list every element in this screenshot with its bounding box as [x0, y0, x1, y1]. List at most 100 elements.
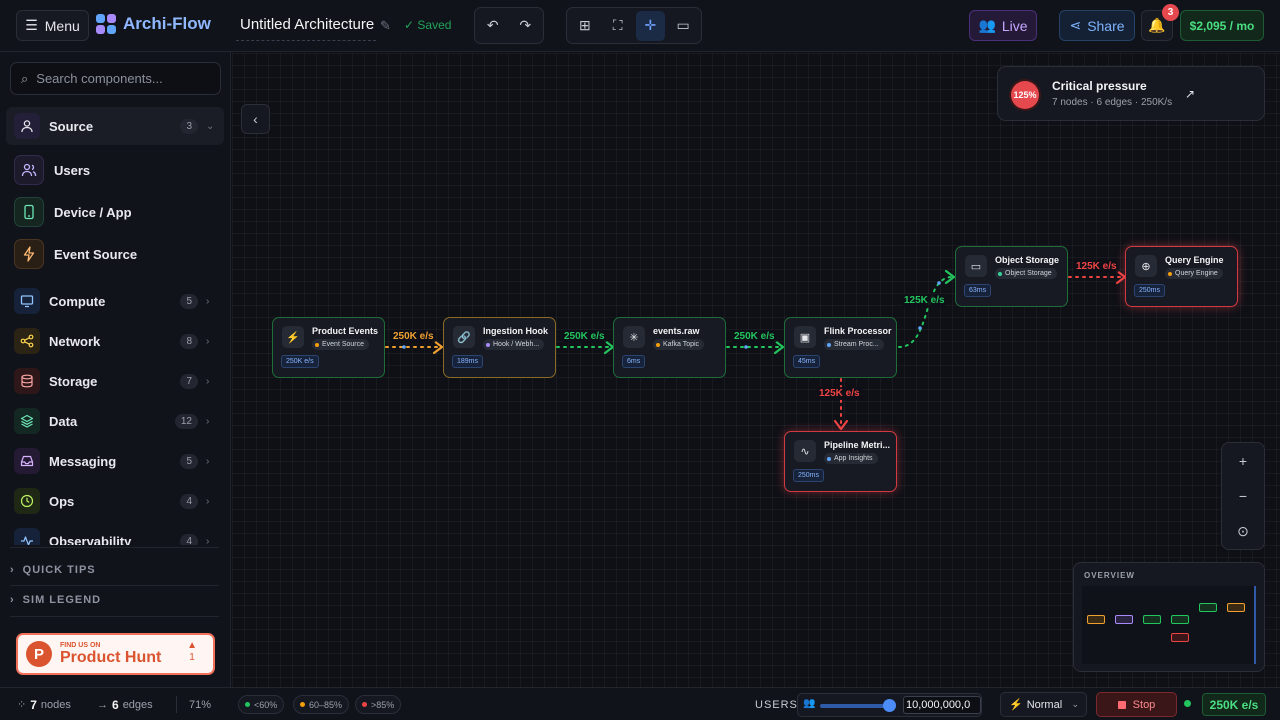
- search-input[interactable]: [36, 71, 207, 86]
- chevron-right-icon: ›: [206, 295, 210, 307]
- node-metric: 45ms: [793, 355, 821, 368]
- edit-icon[interactable]: ✎: [380, 18, 391, 33]
- view-tools-group: ⊞ ⛶ ✛ ▭: [566, 7, 702, 44]
- speed-select[interactable]: ⚡ Normal ⌄: [1000, 692, 1087, 717]
- category-messaging[interactable]: Messaging 5 ›: [6, 442, 224, 480]
- live-button[interactable]: 👥 Live: [969, 10, 1037, 41]
- app-logo[interactable]: Archi-Flow: [96, 14, 211, 34]
- external-link-icon[interactable]: ↗: [1185, 87, 1196, 101]
- node-events-raw[interactable]: ✳ events.raw Kafka Topic 6ms: [613, 317, 726, 378]
- fit-view-button[interactable]: ⛶: [603, 11, 633, 41]
- zoom-in-icon: ⊕: [1135, 255, 1157, 277]
- edge-label[interactable]: 250K e/s: [732, 330, 777, 343]
- share-button[interactable]: ⋖ Share: [1059, 10, 1135, 41]
- component-label: Event Source: [54, 246, 138, 262]
- cost-button[interactable]: $2,095 / mo: [1180, 10, 1264, 41]
- node-product-events[interactable]: ⚡ Product Events Event Source 250K e/s: [272, 317, 385, 378]
- legend-label: >85%: [371, 699, 395, 710]
- menu-button[interactable]: ☰ Menu: [16, 10, 89, 41]
- chevron-right-icon: ›: [206, 535, 210, 546]
- sim-legend-label: SIM LEGEND: [22, 594, 102, 606]
- stop-simulation-button[interactable]: Stop: [1096, 692, 1177, 717]
- packet-dot: [918, 326, 922, 330]
- legend-chip-mid: 60–85%: [293, 695, 350, 714]
- users-slider[interactable]: [820, 704, 890, 708]
- sidebar-divider: [10, 547, 219, 548]
- component-users[interactable]: Users: [14, 153, 224, 187]
- saved-status: ✓ Saved: [404, 18, 452, 32]
- category-data[interactable]: Data 12 ›: [6, 402, 224, 440]
- users-slider-handle[interactable]: [883, 699, 896, 712]
- running-indicator: [1184, 700, 1191, 707]
- chevron-right-icon: ›: [10, 594, 15, 606]
- document-title[interactable]: Untitled Architecture: [240, 16, 375, 33]
- database-icon: [14, 368, 40, 394]
- zoom-in-button[interactable]: +: [1238, 452, 1248, 469]
- architecture-canvas[interactable]: ‹ 125% Critical pressure 7 nodes · 6 edg…: [232, 53, 1280, 687]
- present-button[interactable]: ▭: [668, 11, 698, 41]
- minimap-node: [1115, 615, 1133, 624]
- node-metric: 250ms: [793, 469, 825, 482]
- node-type-badge: Object Storage: [995, 268, 1057, 279]
- edge-label[interactable]: 250K e/s: [391, 330, 436, 343]
- node-type-badge: Query Engine: [1165, 268, 1223, 279]
- users-input[interactable]: 10,000,000,0: [903, 696, 981, 714]
- component-event-source[interactable]: Event Source: [14, 237, 224, 271]
- node-object-storage[interactable]: ▭ Object Storage Object Storage 63ms: [955, 246, 1068, 307]
- minimap-node: [1199, 603, 1217, 612]
- logo-mark-icon: [96, 14, 116, 34]
- edge-label[interactable]: 125K e/s: [1074, 260, 1119, 273]
- clock-icon: [14, 488, 40, 514]
- component-label: Users: [54, 162, 91, 178]
- layers-icon: [14, 408, 40, 434]
- history-group: ↶ ↷: [474, 7, 544, 44]
- sidebar-divider: [10, 585, 219, 586]
- category-label: Data: [49, 413, 78, 429]
- pressure-card[interactable]: 125% Critical pressure 7 nodes · 6 edges…: [997, 66, 1265, 121]
- product-hunt-badge[interactable]: P FIND US ON Product Hunt ▲ 1: [16, 633, 215, 675]
- reset-view-button[interactable]: ⊙: [1237, 522, 1249, 539]
- upvote-arrow-icon: ▲: [187, 640, 197, 651]
- monitor-icon: ▭: [676, 17, 690, 33]
- expand-icon: ⛶: [612, 17, 623, 33]
- arrow-right-icon: →: [97, 698, 108, 711]
- collapse-sidebar-button[interactable]: ‹: [241, 104, 270, 134]
- component-device-app[interactable]: Device / App: [14, 195, 224, 229]
- undo-button[interactable]: ↶: [478, 11, 508, 41]
- edge-label[interactable]: 125K e/s: [902, 294, 947, 307]
- legend-dot: [300, 702, 305, 707]
- zoom-out-button[interactable]: −: [1238, 487, 1248, 504]
- crosshair-button[interactable]: ✛: [635, 10, 666, 41]
- share-label: Share: [1087, 17, 1125, 34]
- throughput-badge: 250K e/s: [1202, 693, 1266, 716]
- node-query-engine[interactable]: ⊕ Query Engine Query Engine 250ms: [1125, 246, 1238, 307]
- node-type: Query Engine: [1175, 270, 1218, 277]
- auto-layout-button[interactable]: ⊞: [570, 11, 600, 41]
- category-list: Source 3 ⌄ Users Device / App Event Sour…: [0, 107, 230, 545]
- redo-button[interactable]: ↷: [511, 11, 541, 41]
- sim-legend-toggle[interactable]: › SIM LEGEND: [10, 587, 219, 613]
- category-ops[interactable]: Ops 4 ›: [6, 482, 224, 520]
- type-dot: [1168, 271, 1172, 276]
- node-pipeline-metrics[interactable]: ∿ Pipeline Metri... App Insights 250ms: [784, 431, 897, 492]
- node-flink-processor[interactable]: ▣ Flink Processor Stream Proc... 45ms: [784, 317, 897, 378]
- minimap-area[interactable]: [1082, 586, 1256, 664]
- product-hunt-title: Product Hunt: [60, 649, 162, 666]
- asterisk-icon: ✳: [623, 326, 645, 348]
- category-count: 8: [180, 333, 198, 349]
- minimap[interactable]: OVERVIEW: [1073, 562, 1265, 672]
- hamburger-icon: ☰: [25, 17, 38, 33]
- edge-label[interactable]: 250K e/s: [562, 330, 607, 343]
- category-observability[interactable]: Observability 4 ›: [6, 522, 224, 545]
- node-ingestion-hook[interactable]: 🔗 Ingestion Hook Hook / Webh... 189ms: [443, 317, 556, 378]
- pressure-title: Critical pressure: [1052, 79, 1147, 93]
- link-icon: 🔗: [453, 326, 475, 348]
- category-network[interactable]: Network 8 ›: [6, 322, 224, 360]
- component-search[interactable]: ⌕: [10, 62, 221, 95]
- category-storage[interactable]: Storage 7 ›: [6, 362, 224, 400]
- grid-icon: ⁘: [17, 699, 27, 711]
- category-source[interactable]: Source 3 ⌄: [6, 107, 224, 145]
- category-compute[interactable]: Compute 5 ›: [6, 282, 224, 320]
- quick-tips-toggle[interactable]: › QUICK TIPS: [10, 557, 219, 583]
- edge-label[interactable]: 125K e/s: [817, 387, 862, 400]
